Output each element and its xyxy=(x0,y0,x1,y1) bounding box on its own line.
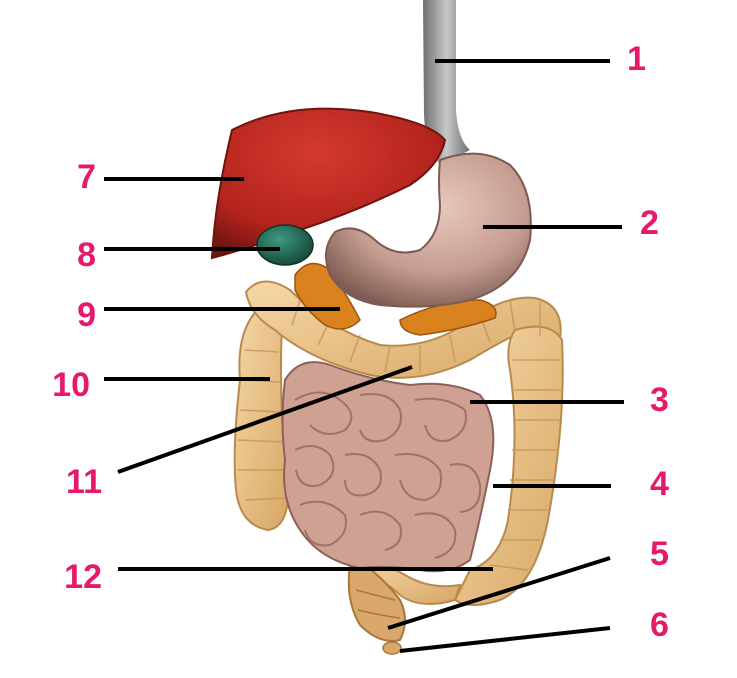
label-10: 10 xyxy=(52,366,90,404)
label-3: 3 xyxy=(650,381,669,419)
label-4: 4 xyxy=(650,465,669,503)
leader-line-5 xyxy=(387,556,611,630)
label-2: 2 xyxy=(640,204,659,242)
small-intestine xyxy=(281,361,495,573)
anus xyxy=(382,641,402,655)
label-8: 8 xyxy=(77,236,96,274)
leader-lines xyxy=(104,59,624,653)
rectum xyxy=(347,564,406,642)
leader-line-6 xyxy=(399,626,611,653)
label-1: 1 xyxy=(627,40,646,78)
leader-line-11 xyxy=(117,365,413,474)
label-7: 7 xyxy=(77,158,96,196)
label-12: 12 xyxy=(64,558,102,596)
label-6: 6 xyxy=(650,606,669,644)
label-5: 5 xyxy=(650,535,669,573)
liver xyxy=(210,107,447,260)
large-intestine xyxy=(233,280,564,606)
label-11: 11 xyxy=(66,463,102,501)
label-9: 9 xyxy=(77,296,96,334)
gallbladder xyxy=(256,224,314,266)
esophagus xyxy=(423,0,470,165)
stomach xyxy=(325,152,532,308)
